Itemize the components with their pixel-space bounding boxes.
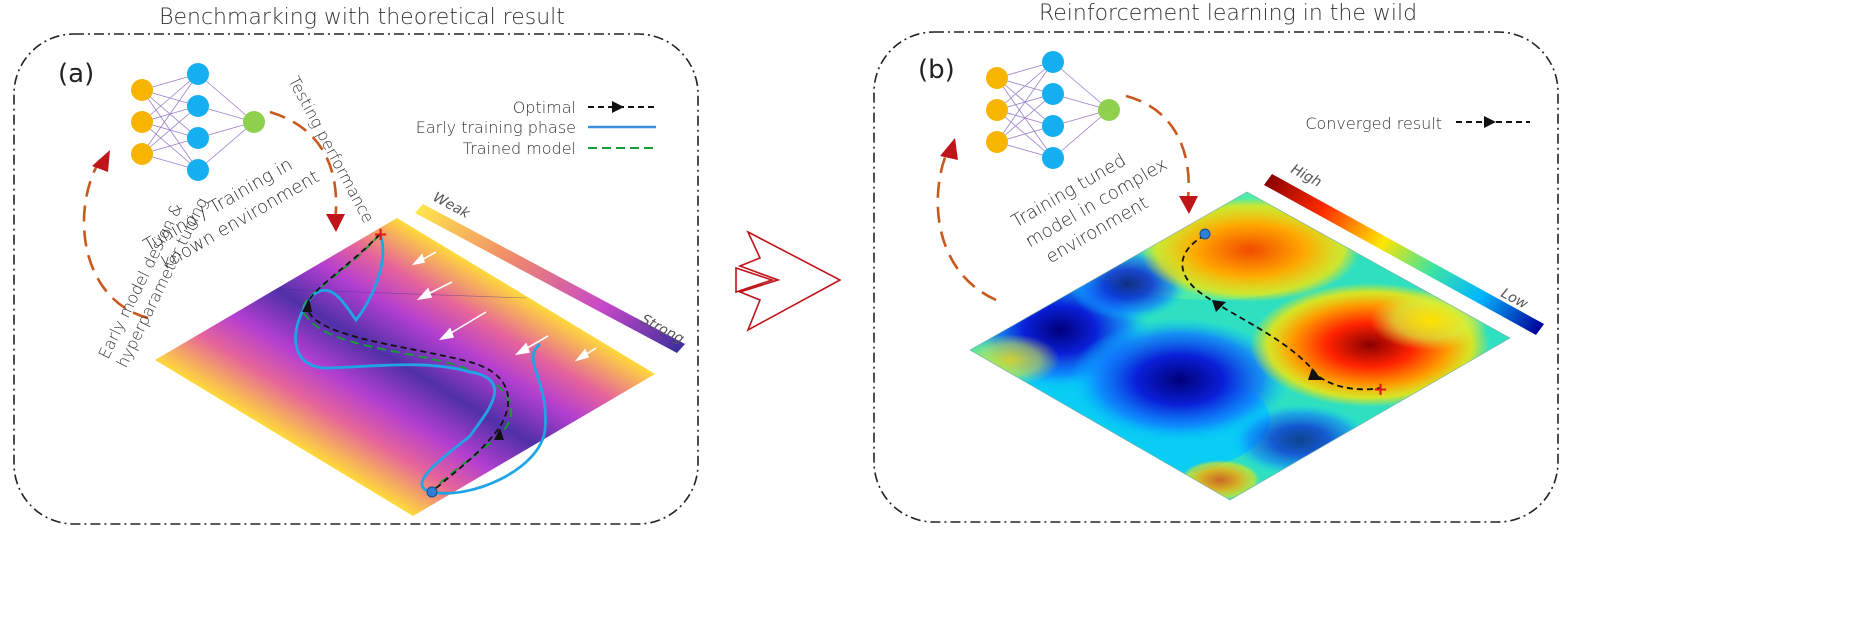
legend-a: Optimal Early training phase Trained mod… — [416, 98, 656, 158]
neural-network-nodes — [131, 63, 265, 181]
start-marker — [426, 486, 438, 498]
neural-network-nodes-b — [986, 51, 1120, 169]
optimal-path-arrowhead-1 — [302, 298, 312, 312]
nn-a-node-input — [131, 143, 153, 165]
nn-a-node-hidden — [187, 95, 209, 117]
field-plane-a: + — [155, 218, 655, 516]
panel-a-frame — [13, 33, 699, 525]
heatmap-border — [969, 191, 1511, 501]
nn-b-node-hidden — [1042, 115, 1064, 137]
panel-b-label: (b) — [918, 55, 955, 85]
nn-b-node-output — [1098, 99, 1120, 121]
neural-network-icon — [141, 73, 255, 171]
training-loop-arrow-b — [936, 149, 997, 302]
start-marker-b — [1199, 228, 1211, 240]
nn-a-edge — [197, 121, 255, 171]
nn-b-node-input — [986, 99, 1008, 121]
nn-a-node-hidden — [187, 63, 209, 85]
optimal-path-arrowhead-2 — [494, 428, 504, 440]
nn-a-edge — [197, 73, 255, 123]
nn-a-node-input — [131, 111, 153, 133]
deploy-loop-arrowhead-b — [1179, 196, 1198, 214]
nn-a-edge — [141, 73, 199, 123]
panel-b: Reinforcement learning in the wild (b) T… — [873, 1, 1559, 523]
legend-arrowhead-converged — [1484, 116, 1496, 128]
nn-b-edge — [1052, 109, 1110, 159]
testing-loop-arrow — [269, 110, 338, 223]
nn-a-node-output — [243, 111, 265, 133]
panel-b-frame — [873, 31, 1559, 523]
converged-path-arrowhead-2 — [1308, 368, 1322, 380]
panel-a: Benchmarking with theoretical result (a)… — [13, 5, 699, 525]
converged-path-arrowhead-1 — [1212, 300, 1226, 312]
nn-a-edge — [141, 105, 199, 155]
nn-a-node-hidden — [187, 159, 209, 181]
legend-label-early: Early training phase — [416, 118, 576, 137]
panel-b-title: Reinforcement learning in the wild — [1039, 1, 1417, 26]
nn-b-node-input — [986, 67, 1008, 89]
nn-b-edge — [1052, 61, 1110, 111]
nn-b-edge — [996, 93, 1054, 143]
legend-label-converged: Converged result — [1305, 114, 1442, 133]
nn-b-node-hidden — [1042, 147, 1064, 169]
nn-b-node-input — [986, 131, 1008, 153]
nn-a-node-input — [131, 79, 153, 101]
converged-path — [1181, 234, 1381, 391]
nn-b-node-hidden — [1042, 51, 1064, 73]
neural-network-icon-b — [996, 61, 1110, 159]
nn-b-edge — [996, 61, 1054, 111]
testing-loop-arrowhead — [326, 214, 345, 232]
early-training-path — [294, 233, 547, 495]
training-loop-arrowhead-b — [940, 138, 958, 160]
tuning-loop-arrowhead — [92, 150, 110, 172]
legend-arrowhead-optimal — [612, 101, 624, 113]
force-arrows — [411, 251, 597, 362]
nn-a-edge — [141, 73, 199, 155]
transition-arrow-icon — [735, 230, 842, 332]
panel-a-title: Benchmarking with theoretical result — [159, 5, 565, 30]
nn-a-node-hidden — [187, 127, 209, 149]
legend-b: Converged result — [1305, 114, 1530, 133]
optimal-path — [306, 233, 510, 493]
nn-b-node-hidden — [1042, 83, 1064, 105]
testing-loop-text: Testing performance — [284, 73, 377, 226]
target-marker: + — [373, 224, 388, 245]
nn-b-edge — [996, 61, 1054, 143]
trained-model-path — [302, 233, 513, 493]
legend-label-trained: Trained model — [463, 139, 576, 158]
legend-label-optimal: Optimal — [513, 98, 576, 117]
panel-a-label: (a) — [58, 59, 94, 89]
target-marker-b: + — [1373, 379, 1388, 400]
